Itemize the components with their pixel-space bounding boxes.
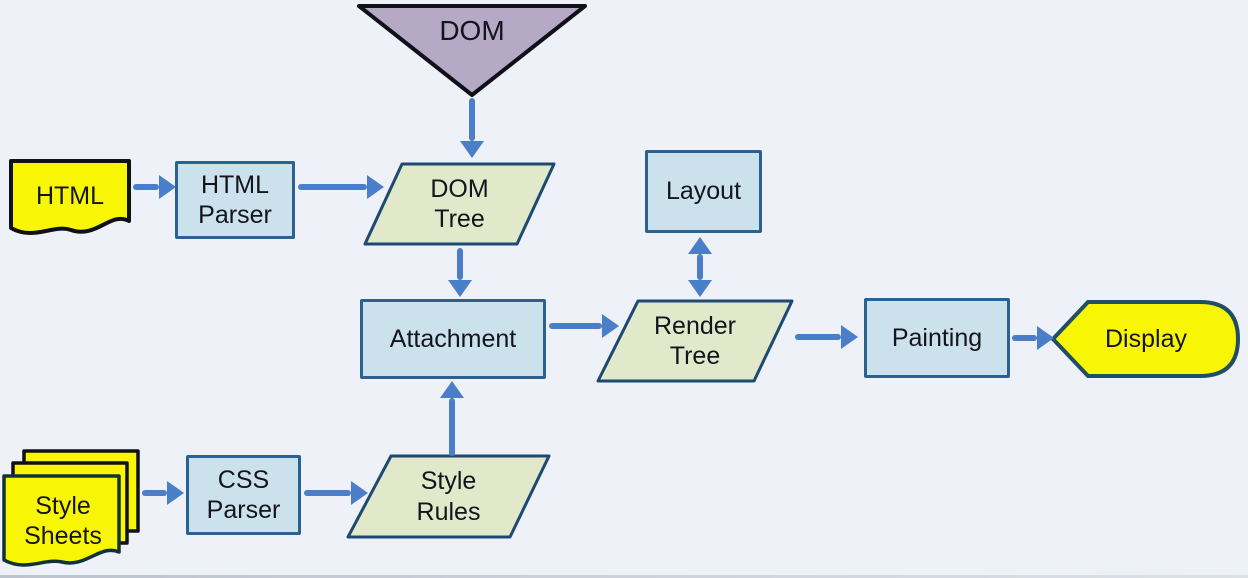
node-display: Display	[1050, 297, 1242, 381]
display-shape	[1051, 300, 1240, 378]
node-render-tree: Render Tree	[595, 298, 795, 384]
node-attachment: Attachment	[360, 299, 546, 379]
node-painting: Painting	[864, 298, 1010, 378]
arrowhead	[460, 141, 484, 158]
arrow-attachment-to-render-tree	[549, 314, 619, 338]
node-html-parser-label-line1: HTML	[200, 170, 270, 199]
frame-bottom-edge	[0, 575, 1248, 578]
arrowhead	[159, 175, 176, 199]
arrowhead	[841, 325, 858, 349]
arrowhead	[448, 280, 472, 297]
arrow-dom-tree-to-attachment	[448, 248, 472, 297]
arrow-style-sheets-to-css-parser	[142, 481, 184, 505]
node-painting-label: Painting	[891, 323, 983, 352]
node-layout-label: Layout	[665, 177, 742, 206]
arrow-render-tree-to-painting	[795, 325, 858, 349]
arrowhead	[351, 481, 368, 505]
node-attachment-label: Attachment	[389, 324, 517, 353]
arrow-css-parser-to-style-rules	[304, 481, 368, 505]
arrow-dom-to-dom-tree	[460, 98, 484, 158]
parallelogram-shape	[363, 162, 556, 246]
arrow-layout-render-tree-bidirectional	[688, 237, 712, 297]
node-dom: DOM	[352, 2, 592, 100]
parallelogram-shape	[346, 454, 551, 539]
node-html-parser-label-line2: Parser	[198, 201, 272, 229]
node-style-rules: Style Rules	[345, 453, 552, 540]
inverted-triangle-shape	[357, 4, 587, 97]
node-css-parser: CSS Parser	[186, 455, 301, 535]
arrowhead	[167, 481, 184, 505]
parallelogram-shape	[596, 299, 794, 383]
node-css-parser-label-line2: Parser	[206, 496, 281, 524]
document-shape	[9, 159, 131, 235]
node-dom-tree: DOM Tree	[362, 161, 557, 247]
arrowhead	[440, 381, 464, 398]
arrowhead	[688, 237, 712, 254]
arrowhead	[367, 175, 384, 199]
node-html-parser: HTML Parser	[175, 161, 295, 239]
node-css-parser-label-line1: CSS	[217, 465, 270, 494]
arrow-html-parser-to-dom-tree	[298, 175, 384, 199]
node-html: HTML	[8, 157, 132, 245]
arrowhead	[1037, 326, 1054, 350]
arrow-painting-to-display	[1012, 326, 1054, 350]
arrow-style-rules-to-attachment	[440, 381, 464, 456]
arrowhead	[688, 280, 712, 297]
arrowhead	[602, 314, 619, 338]
node-layout: Layout	[645, 150, 762, 233]
arrow-html-to-html-parser	[133, 175, 176, 199]
node-style-sheets: Style Sheets	[2, 448, 147, 575]
document-stack-shape	[2, 449, 140, 567]
